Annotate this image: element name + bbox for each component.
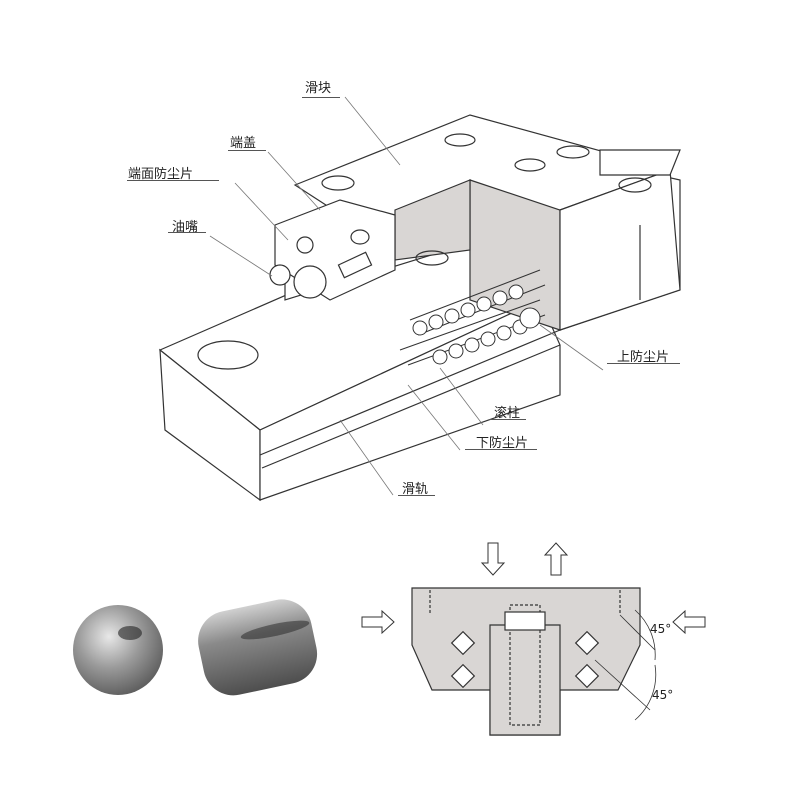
label-rail: 滑轨 <box>402 482 429 497</box>
angle-label-lower: 45° <box>652 688 674 702</box>
underline <box>465 449 537 450</box>
slider-block <box>274 114 681 331</box>
label-top-seal: 上防尘片 <box>617 350 670 365</box>
rail <box>158 227 561 502</box>
grease-nipple <box>269 251 373 299</box>
underline <box>127 180 219 181</box>
label-grease-nipple: 油嘴 <box>172 220 199 235</box>
cross-section <box>411 587 657 736</box>
leader-lines <box>209 96 604 496</box>
underline <box>489 419 526 420</box>
roller-element <box>198 599 318 696</box>
underline <box>228 150 266 151</box>
label-end-cap: 端盖 <box>230 136 257 151</box>
angle-label-upper: 45° <box>650 622 672 636</box>
ball-element <box>73 605 163 695</box>
label-slider: 滑块 <box>305 81 332 96</box>
force-arrows <box>361 542 706 635</box>
label-roller: 滚柱 <box>494 406 521 421</box>
underline <box>302 97 340 98</box>
underline <box>607 363 680 364</box>
underline <box>398 495 435 496</box>
rollers <box>399 269 546 366</box>
underline <box>168 232 206 233</box>
label-bottom-seal: 下防尘片 <box>476 436 529 451</box>
label-end-seal: 端面防尘片 <box>128 167 194 182</box>
